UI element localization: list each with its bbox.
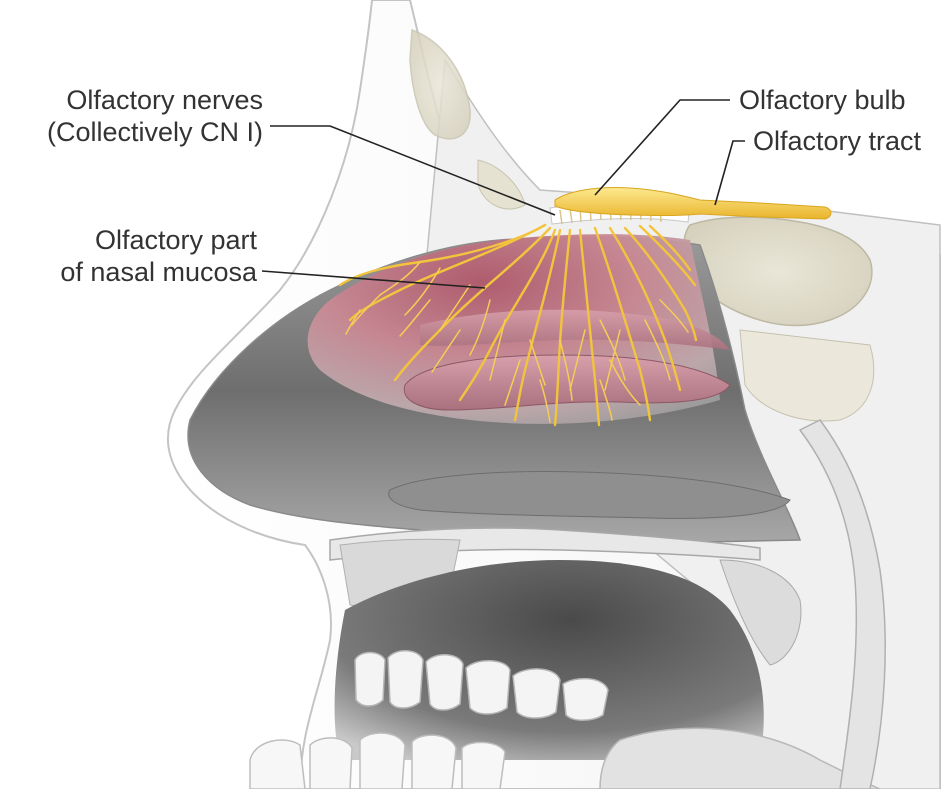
leader-olfactory-tract [715, 141, 745, 205]
label-olfactory-bulb: Olfactory bulb [739, 84, 906, 116]
label-olfactory-mucosa: Olfactory part of nasal mucosa [60, 224, 257, 288]
label-olfactory-mucosa-line1: Olfactory part [60, 224, 257, 256]
label-olfactory-tract-text: Olfactory tract [753, 125, 921, 157]
label-olfactory-bulb-text: Olfactory bulb [739, 84, 906, 116]
label-olfactory-tract: Olfactory tract [753, 125, 921, 157]
label-olfactory-nerves-line2: (Collectively CN I) [47, 116, 263, 148]
label-olfactory-mucosa-line2: of nasal mucosa [60, 256, 257, 288]
leader-olfactory-bulb [595, 100, 730, 195]
label-olfactory-nerves: Olfactory nerves (Collectively CN I) [47, 84, 263, 148]
label-olfactory-nerves-line1: Olfactory nerves [47, 84, 263, 116]
